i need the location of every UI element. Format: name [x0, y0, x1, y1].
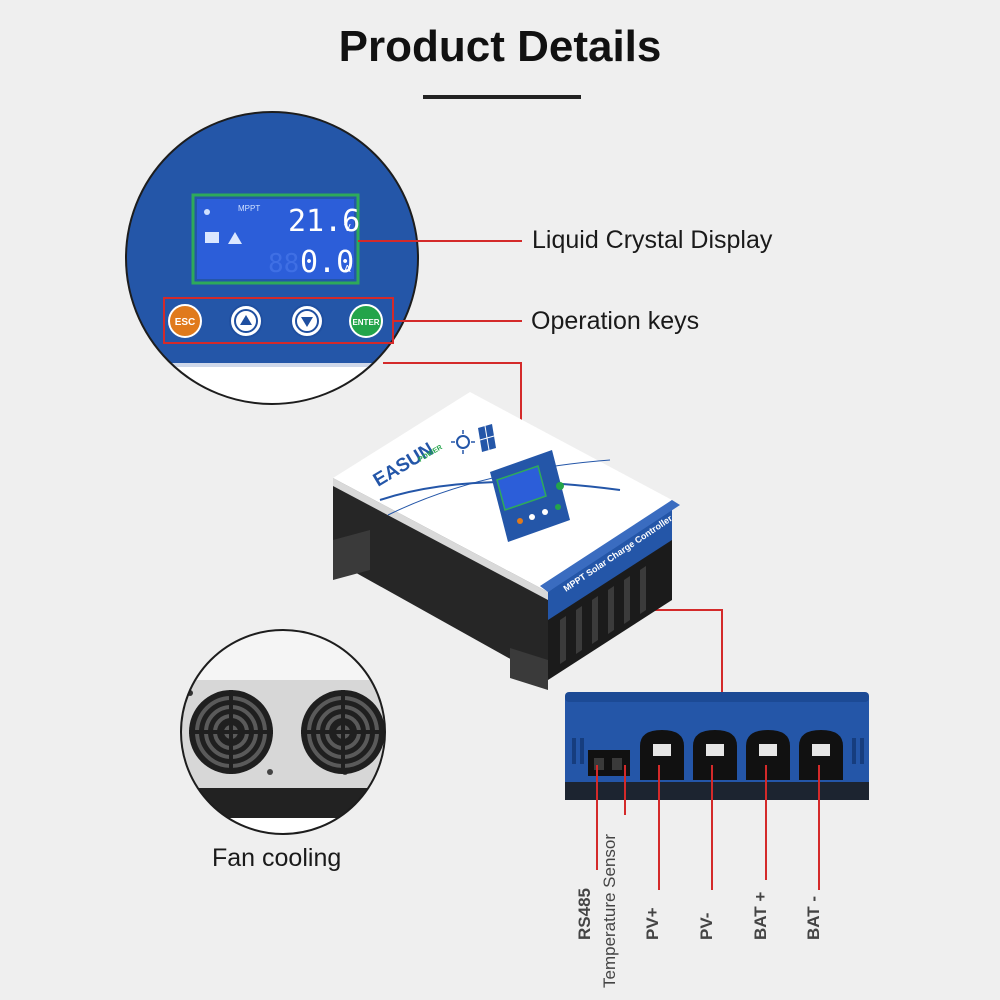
lcd-unit-current: A: [344, 264, 351, 275]
port-leader-lines: [596, 765, 820, 890]
svg-text:88: 88: [268, 249, 299, 279]
rs485-temp-connector: [588, 750, 630, 776]
esc-key[interactable]: ESC: [168, 304, 202, 338]
lcd-callout-label: Liquid Crystal Display: [532, 226, 773, 254]
bat-plus-terminal: [746, 730, 790, 780]
fan-callout-label: Fan cooling: [212, 844, 342, 872]
enter-key[interactable]: ENTER: [349, 304, 383, 338]
enter-key-label: ENTER: [352, 318, 379, 327]
warning-icon: [228, 232, 242, 244]
fan-right-icon: [301, 690, 385, 774]
fan-left-icon: [189, 690, 273, 774]
triangle-down-icon: [301, 317, 313, 327]
pv-plus-terminal: [640, 730, 684, 780]
pv-minus-terminal: [693, 730, 737, 780]
esc-key-label: ESC: [175, 317, 196, 328]
lcd-value-current: 0.0: [300, 245, 354, 280]
port-label-bat-plus: BAT +: [751, 891, 770, 940]
port-label-pv-plus: PV+: [643, 907, 662, 940]
charge-controller-device: EASUN POWER MPPT Solar Charge Controller: [333, 392, 680, 690]
lcd-screen: MPPT 21.6 V 0.0 A 88: [191, 193, 360, 285]
port-label-bat-minus: BAT -: [804, 895, 823, 940]
title-underline: [423, 95, 581, 99]
up-key[interactable]: [229, 304, 263, 338]
lcd-value-voltage: 21.6: [288, 204, 360, 239]
keys-callout-label: Operation keys: [531, 307, 700, 335]
lcd-unit-voltage: V: [344, 223, 351, 234]
lcd-indicator-icon: [204, 209, 210, 215]
bat-minus-terminal: [799, 730, 843, 780]
down-key[interactable]: [290, 304, 324, 338]
fan-zoom-circle: [180, 629, 386, 835]
page-title: Product Details: [338, 22, 662, 71]
lcd-mode-tag: MPPT: [238, 204, 260, 213]
terminal-block: [565, 692, 869, 800]
port-label-pv-minus: PV-: [697, 912, 716, 940]
port-label-rs485: RS485: [575, 888, 594, 940]
battery-icon: [205, 232, 219, 243]
port-label-temp-sensor: Temperature Sensor: [600, 833, 619, 988]
triangle-up-icon: [240, 315, 252, 325]
solar-panel-icon: [451, 424, 496, 454]
